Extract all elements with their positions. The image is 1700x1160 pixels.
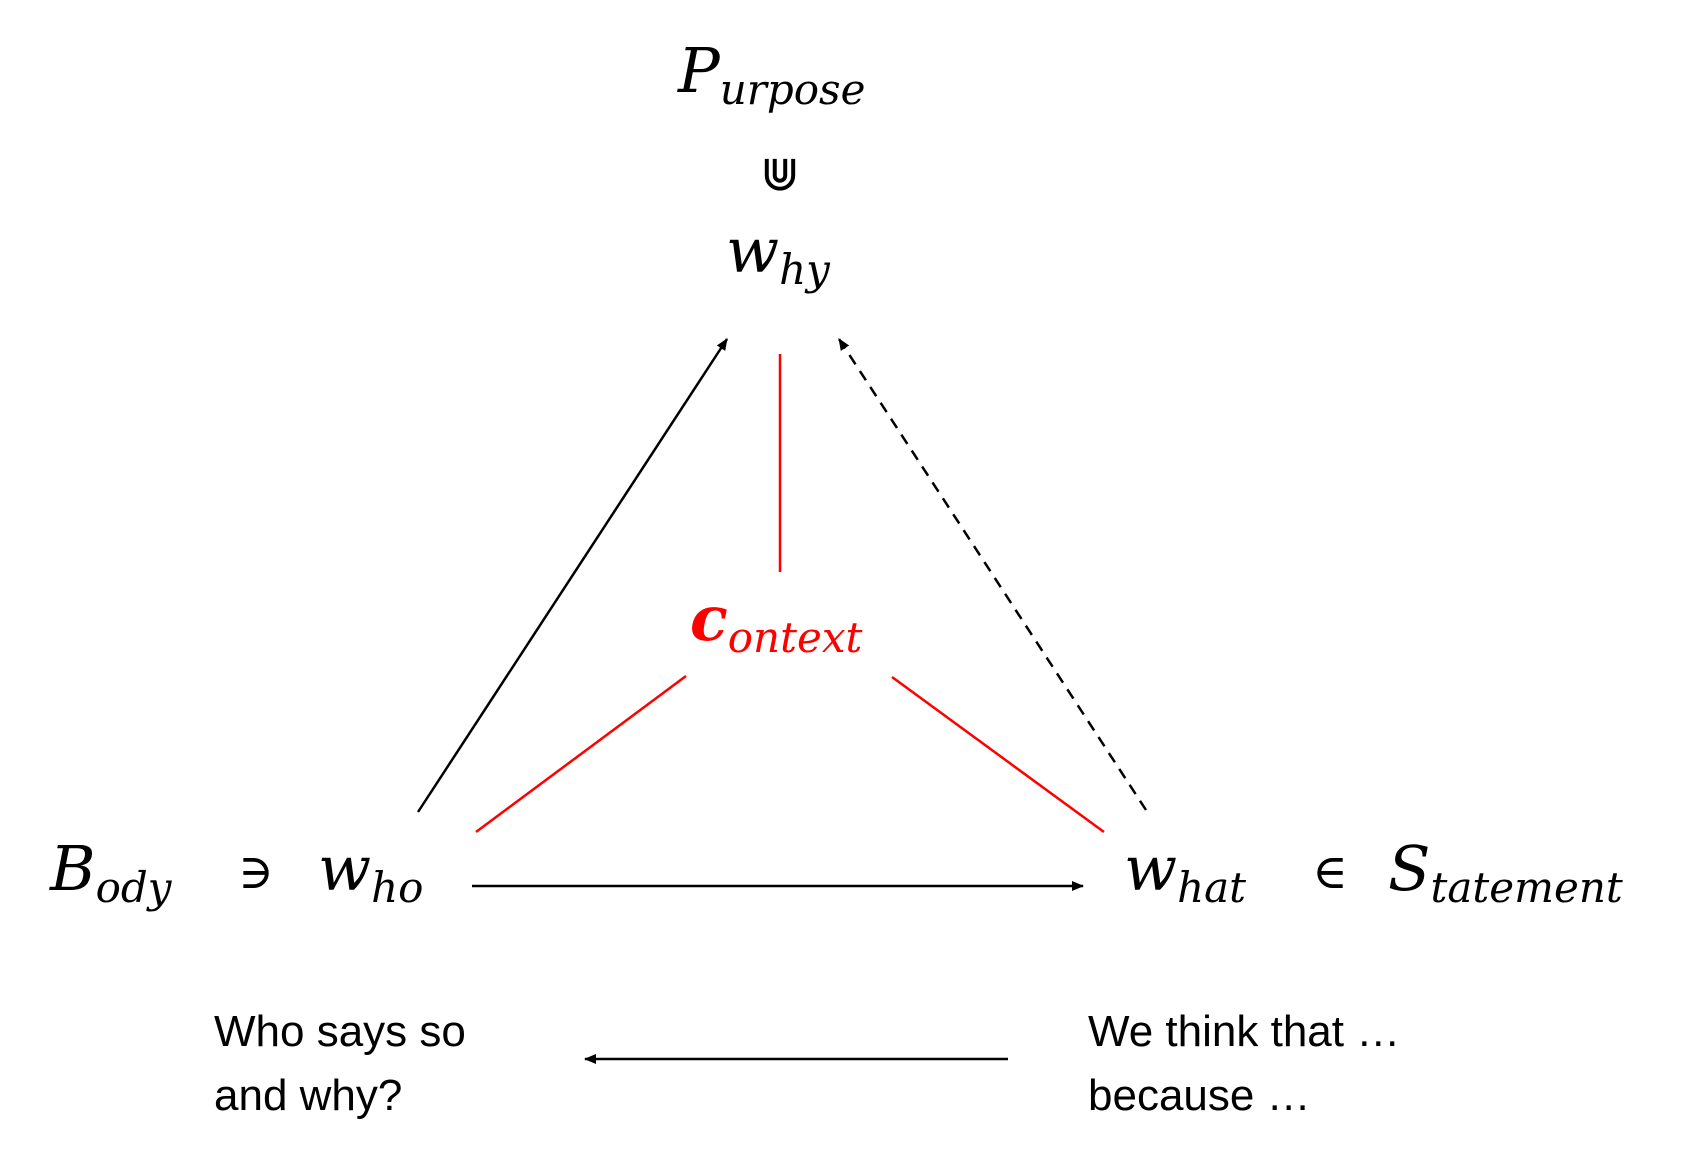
what-main: w [1124,832,1177,905]
right-note-line-1: We think that … [1088,1007,1400,1056]
what-to-why-dashed-arrow [837,338,1148,811]
right-note-line-2: because … [1088,1071,1311,1120]
why-label: why [726,214,831,294]
left-note: Who says so and why? [214,1007,478,1120]
what-sub: hat [1177,863,1246,912]
statement-sub: tatement [1430,863,1622,912]
what-label: what [1124,832,1246,912]
body-sub: ody [96,863,173,912]
who-sub: ho [371,863,423,912]
who-label: who [318,832,423,912]
right-note: We think that … because … [1088,1007,1412,1120]
purpose-sub: urpose [720,65,866,114]
context-main: c [690,582,728,655]
who-main: w [318,832,371,905]
body-main: B [49,832,96,905]
statement-main: S [1388,832,1430,905]
who-to-why-arrow [416,338,729,813]
why-sub: hy [779,245,831,294]
context-sub: ontext [728,613,863,662]
why-main: w [726,214,779,287]
left-note-line-2: and why? [214,1071,402,1120]
body-label: Body [49,832,173,912]
context-label: context [690,582,863,662]
left-note-line-1: Who says so [214,1007,466,1056]
statement-label: Statement [1388,832,1623,912]
purpose-label: Purpose [677,34,865,114]
body-relation-symbol: ∋ [238,844,274,900]
context-to-who-connector [475,674,687,834]
context-to-what-connector [891,675,1105,834]
purpose-relation-symbol: ⋓ [760,146,800,202]
statement-relation-symbol: ∈ [1312,844,1348,900]
purpose-main: P [677,34,721,107]
